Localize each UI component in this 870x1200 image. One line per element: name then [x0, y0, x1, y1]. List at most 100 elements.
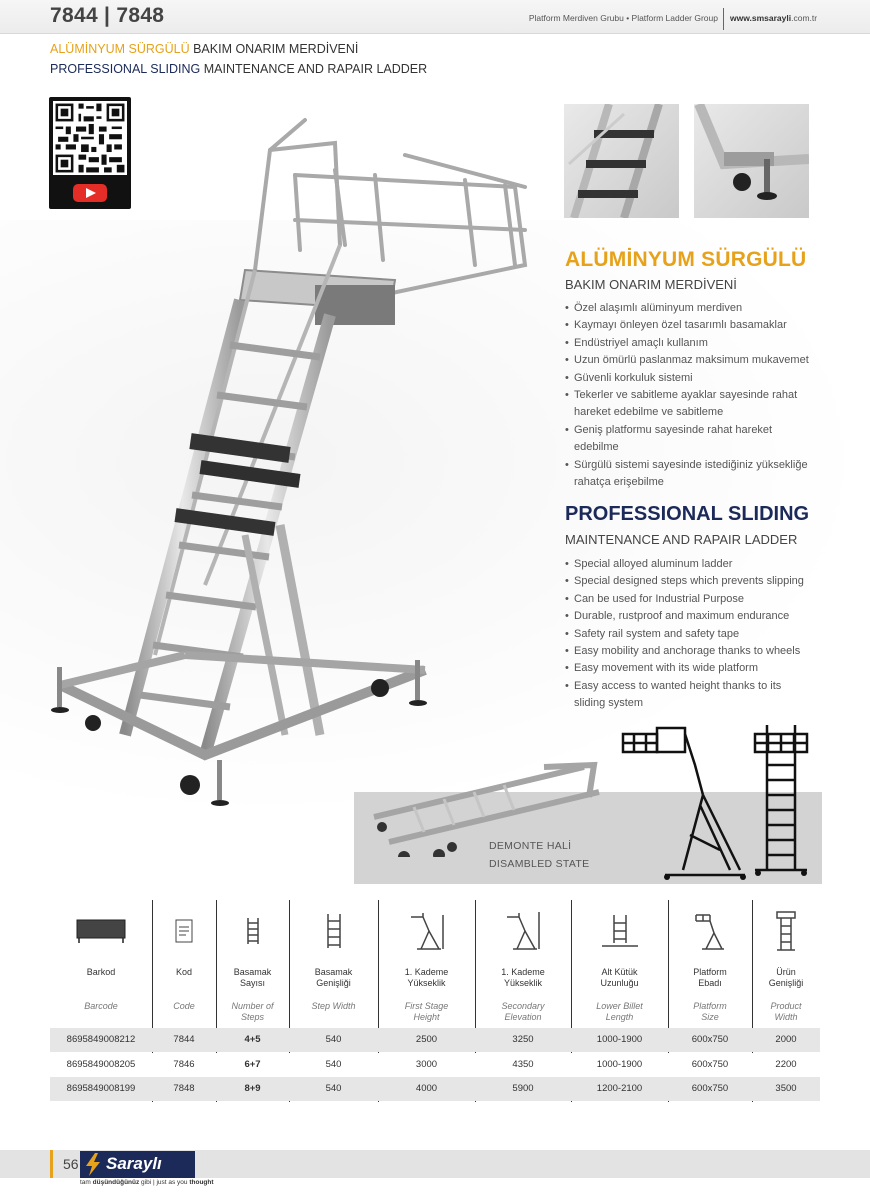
list-item: Güvenli korkuluk sistemi: [565, 370, 825, 388]
table-row: 8695849008199 7848 8+9 540 4000 5900 120…: [50, 1077, 820, 1101]
column-header-steps: Basamak Sayısı: [233, 967, 272, 988]
page-number: 56: [50, 1150, 79, 1178]
table-divider: [152, 900, 153, 1102]
column-header-secondary: 1. Kademe Yükseklik: [501, 967, 545, 988]
list-item: Easy mobility and anchorage thanks to wh…: [565, 643, 825, 661]
table-cell: 3500: [775, 1083, 797, 1094]
table-divider: [475, 900, 476, 1102]
disassembled-panel: DEMONTE HALİ DISAMBLED STATE: [354, 761, 822, 884]
header-divider: [723, 8, 724, 30]
list-item: Geniş platformu sayesinde rahat hareket …: [565, 422, 785, 457]
barcode-icon: [50, 908, 152, 954]
steps-icon: [216, 908, 289, 954]
column-header-platform: Platform Ebadı: [693, 967, 727, 988]
product-subtitle-turkish: BAKIM ONARIM MERDİVENİ: [565, 277, 737, 292]
list-item: Özel alaşımlı alüminyum merdiven: [565, 300, 825, 318]
table-divider: [752, 900, 753, 1102]
table-cell: 4350: [512, 1059, 534, 1070]
list-item: Endüstriyel amaçlı kullanım: [565, 335, 825, 353]
table-cell: 3250: [512, 1034, 534, 1045]
lower-billet-icon: [571, 908, 668, 954]
detail-photo-steps: [564, 104, 679, 218]
qr-code[interactable]: [49, 97, 131, 209]
model-number: 7844 | 7848: [50, 4, 165, 27]
table-cell: 8+9: [244, 1083, 261, 1094]
disassembled-label-english: DISAMBLED STATE: [489, 858, 590, 870]
table-cell: 6+7: [244, 1059, 261, 1070]
brand-name: Saraylı: [106, 1154, 162, 1173]
list-item: Safety rail system and safety tape: [565, 626, 825, 644]
ladder-photo: [51, 118, 528, 806]
table-cell: 7844: [173, 1034, 195, 1045]
list-item: Special designed steps which prevents sl…: [565, 573, 825, 591]
column-subheader-barcode: Barcode: [84, 1001, 118, 1011]
product-group: Platform Merdiven Grubu • Platform Ladde…: [528, 13, 718, 23]
column-header-step-width: Basamak Genişliği: [314, 967, 353, 988]
table-divider: [378, 900, 379, 1102]
table-cell: 7848: [173, 1083, 195, 1094]
table-cell: 600x750: [691, 1083, 729, 1094]
feature-list-english: Special alloyed aluminum ladder Special …: [565, 556, 825, 713]
list-item: Durable, rustproof and maximum endurance: [565, 608, 825, 626]
column-subheader-first-stage: First Stage Height: [404, 1001, 449, 1022]
secondary-elevation-icon: [475, 908, 571, 954]
disassembled-label-turkish: DEMONTE HALİ: [489, 840, 572, 852]
table-cell: 2000: [775, 1034, 797, 1045]
list-item: Easy access to wanted height thanks to i…: [565, 678, 815, 713]
table-cell: 8695849008205: [66, 1059, 136, 1070]
document-icon: [152, 908, 216, 954]
list-item: Uzun ömürlü paslanmaz maksimum mukavemet: [565, 352, 825, 370]
page-header: 7844 | 7848 Platform Merdiven Grubu • Pl…: [0, 0, 870, 34]
table-cell: 1200-2100: [596, 1083, 643, 1094]
table-divider: [571, 900, 572, 1102]
table-cell: 1000-1900: [596, 1034, 643, 1045]
table-cell: 7846: [173, 1059, 195, 1070]
product-title-turkish: ALÜMİNYUM SÜRGÜLÜ: [565, 248, 807, 271]
table-cell: 4000: [415, 1083, 438, 1094]
technical-drawing: [621, 725, 809, 880]
table-cell: 540: [325, 1083, 342, 1094]
table-cell: 600x750: [691, 1034, 729, 1045]
column-header-first-stage: 1. Kademe Yükseklik: [404, 967, 449, 988]
table-cell: 8695849008199: [66, 1083, 136, 1094]
list-item: Can be used for Industrial Purpose: [565, 591, 825, 609]
first-stage-icon: [378, 908, 475, 954]
list-item: Easy movement with its wide platform: [565, 660, 825, 678]
column-header-lower-billet: Alt Kütük Uzunluğu: [600, 967, 639, 988]
column-subheader-code: Code: [173, 1001, 195, 1011]
list-item: Special alloyed aluminum ladder: [565, 556, 825, 574]
table-cell: 8695849008212: [66, 1034, 136, 1045]
youtube-play-icon[interactable]: [73, 184, 107, 202]
table-cell: 5900: [512, 1083, 534, 1094]
feature-list-turkish: Özel alaşımlı alüminyum merdiven Kaymayı…: [565, 300, 825, 491]
table-divider: [289, 900, 290, 1102]
qr-pattern-icon: [53, 101, 127, 175]
brand-slogan: tam düşündüğünüz gibi | just as you thou…: [80, 1179, 214, 1186]
product-title-english: PROFESSIONAL SLIDING: [565, 503, 810, 525]
table-divider: [216, 900, 217, 1102]
table-row: 8695849008205 7846 6+7 540 3000 4350 100…: [50, 1053, 820, 1077]
column-subheader-secondary: Secondary Elevation: [501, 1001, 545, 1022]
brand-logo: Saraylı: [80, 1151, 195, 1178]
subtitle-english: PROFESSIONAL SLIDING MAINTENANCE AND RAP…: [50, 62, 428, 76]
table-cell: 1000-1900: [596, 1059, 643, 1070]
column-subheader-lower-billet: Lower Billet Length: [596, 1001, 643, 1022]
table-cell: 540: [325, 1059, 342, 1070]
disassembled-photo: [373, 761, 600, 857]
column-header-code: Kod: [175, 967, 192, 977]
column-subheader-steps: Number of Steps: [231, 1001, 274, 1022]
table-cell: 2500: [415, 1034, 438, 1045]
column-header-barcode: Barkod: [86, 967, 116, 977]
table-cell: 4+5: [244, 1034, 261, 1045]
table-cell: 600x750: [691, 1059, 729, 1070]
column-header-product-width: Ürün Genişliği: [768, 967, 804, 988]
step-width-icon: [289, 908, 378, 954]
table-cell: 2200: [775, 1059, 797, 1070]
platform-icon: [668, 908, 752, 954]
product-width-icon: [752, 908, 820, 954]
column-subheader-step-width: Step Width: [311, 1001, 356, 1011]
website-link[interactable]: www.smsarayli.com.tr: [730, 13, 818, 23]
table-cell: 540: [325, 1034, 342, 1045]
column-subheader-product-width: Product Width: [770, 1001, 802, 1022]
table-cell: 3000: [415, 1059, 438, 1070]
